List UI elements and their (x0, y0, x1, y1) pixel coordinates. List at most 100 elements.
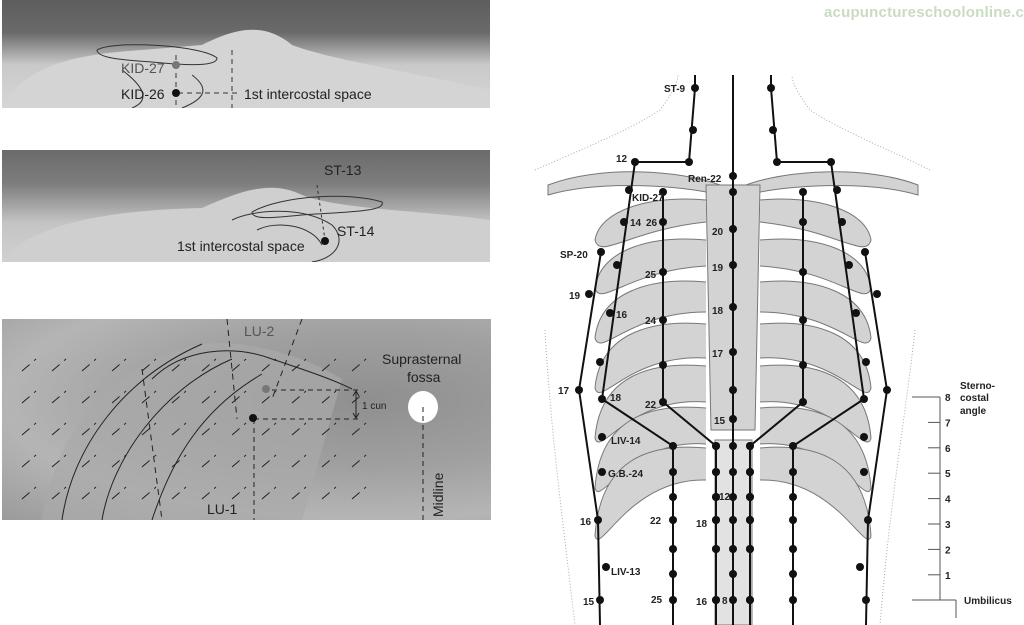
acupoint-dot (729, 225, 737, 233)
intercostal-space-label: 1st intercostal space (244, 86, 372, 102)
midline-label: Midline (430, 472, 446, 517)
acupoint-dot (659, 398, 667, 406)
acupoint-dot (789, 570, 797, 578)
acupoint-dot (598, 433, 606, 441)
point-label: Ren-22 (688, 174, 722, 185)
watermark: acupunctureschoolonline.com (824, 4, 1024, 21)
acupoint-dot (729, 188, 737, 196)
kidney-meridian-left (662, 192, 717, 625)
acupoint-dot (659, 218, 667, 226)
point-label: 20 (712, 227, 724, 238)
scale-label-umbilicus: Umbilicus (964, 596, 1012, 607)
scale-tick-label: 3 (945, 520, 951, 531)
point-label: KID-27 (632, 193, 664, 204)
point-label: 25 (651, 595, 663, 606)
scale-tick-label: 1 (945, 571, 951, 582)
acupoint-dot (864, 516, 872, 524)
acupoint-dot (746, 596, 754, 604)
scale-tick-label: 7 (945, 418, 951, 429)
acupoint-dot (729, 348, 737, 356)
scale-label-angle: angle (960, 406, 987, 417)
acupoint-dot (691, 84, 699, 92)
spleen-meridian-right (864, 251, 889, 625)
point-label: 15 (583, 597, 595, 608)
lu-points-overlay: LU-2 Suprasternal fossa 1 cun LU-1 Midli… (21, 319, 461, 520)
acupoint-dot (799, 316, 807, 324)
lu1-point (249, 414, 257, 422)
acupoint-dot (602, 563, 610, 571)
point-label: 18 (712, 306, 724, 317)
acupoint-dot (873, 290, 881, 298)
point-label: 12 (616, 154, 628, 165)
acupoint-dot (669, 516, 677, 524)
acupoint-dot (789, 493, 797, 501)
point-label: 22 (645, 400, 657, 411)
acupoint-dot (789, 468, 797, 476)
acupoint-dot (729, 386, 737, 394)
acupoint-dot (746, 493, 754, 501)
acupoint-dot (575, 386, 583, 394)
st-points-overlay: ST-13 ST-14 1st intercostal space (2, 162, 490, 262)
point-label: 16 (616, 310, 628, 321)
point-label: 14 (630, 218, 642, 229)
kid26-label: KID-26 (121, 86, 165, 102)
point-label: 19 (712, 263, 724, 274)
st14-point (321, 237, 329, 245)
acupoint-dot (712, 468, 720, 476)
acupoint-dot (860, 395, 868, 403)
point-label: LIV-14 (611, 436, 641, 447)
acupoint-dot (746, 516, 754, 524)
acupoint-dot (620, 218, 628, 226)
photo-panel-st-points: ST-13 ST-14 1st intercostal space (2, 150, 490, 262)
acupoint-dot (729, 596, 737, 604)
spleen-meridian-left (577, 251, 602, 625)
acupoint-dot (860, 433, 868, 441)
acupoint-dot (659, 316, 667, 324)
acupoint-dot (729, 172, 737, 180)
acupoint-dot (669, 442, 677, 450)
acupoint-dot (856, 563, 864, 571)
acupoint-dot (862, 358, 870, 366)
acupoint-dot (827, 158, 835, 166)
point-label: 15 (714, 416, 726, 427)
acupoint-dot (729, 468, 737, 476)
kidney-meridian-right (749, 192, 804, 625)
point-label: 25 (645, 270, 657, 281)
st14-label: ST-14 (337, 223, 375, 239)
acupoint-dot (729, 570, 737, 578)
acupoint-dot (712, 596, 720, 604)
acupoint-dot (669, 570, 677, 578)
acupoint-dot (789, 545, 797, 553)
kid27-label: KID-27 (121, 60, 165, 76)
acupoint-dot (860, 468, 868, 476)
acupoint-dot (659, 188, 667, 196)
acupoint-dot (883, 386, 891, 394)
acupoint-dot (631, 158, 639, 166)
point-label: 18 (696, 519, 708, 530)
acupoint-dot (845, 261, 853, 269)
acupoint-dot (669, 468, 677, 476)
point-label: 16 (696, 597, 708, 608)
acupoint-dot (789, 442, 797, 450)
acupoint-dot (773, 158, 781, 166)
acupoint-dot (598, 395, 606, 403)
acupoint-dot (789, 516, 797, 524)
st13-label: ST-13 (324, 162, 362, 178)
point-label: 16 (580, 517, 592, 528)
lu2-point (262, 385, 270, 393)
acupoint-dot (769, 126, 777, 134)
acupoint-dot (767, 84, 775, 92)
acupoint-dot (669, 596, 677, 604)
acupoint-dot (799, 268, 807, 276)
acupoint-dot (861, 248, 869, 256)
acupoint-dot (729, 303, 737, 311)
acupoint-dot (729, 261, 737, 269)
acupoint-dot (862, 596, 870, 604)
point-label: 26 (646, 218, 658, 229)
acupoints (575, 84, 891, 604)
acupoint-dot (596, 596, 604, 604)
scale-label-costal: costal (960, 393, 989, 404)
